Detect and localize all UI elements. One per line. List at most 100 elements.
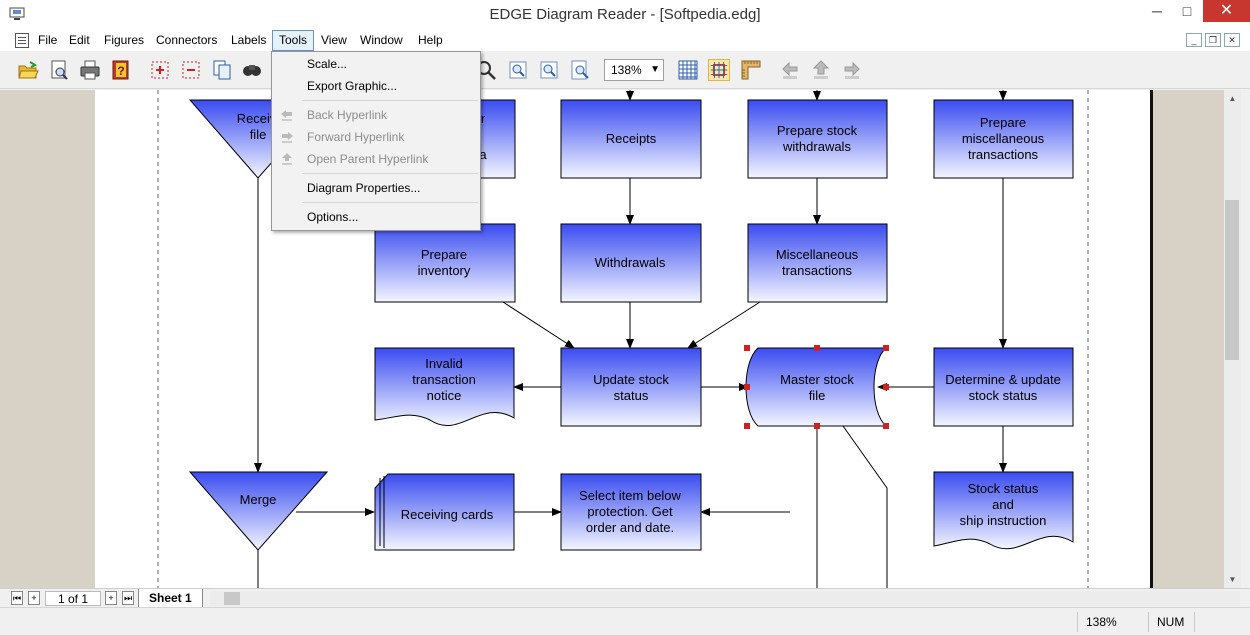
- menu-separator: [302, 173, 478, 174]
- svg-text:r: r: [481, 111, 486, 126]
- menu-help[interactable]: Help: [418, 33, 443, 47]
- grid-icon[interactable]: [677, 59, 699, 81]
- menuitem-diagram-properties[interactable]: Diagram Properties...: [307, 181, 421, 195]
- tab-sheet-1[interactable]: Sheet 1: [138, 589, 203, 608]
- menu-tools[interactable]: Tools: [272, 30, 315, 51]
- selection-handles[interactable]: [744, 345, 889, 429]
- find-icon[interactable]: [241, 59, 263, 81]
- shape-receiving-cards[interactable]: Receiving cards: [374, 473, 515, 551]
- select-region-icon[interactable]: [149, 59, 171, 81]
- scroll-down-icon[interactable]: ▼: [1228, 575, 1237, 584]
- svg-text:and: and: [992, 497, 1014, 512]
- status-empty: [1194, 612, 1239, 632]
- svg-text:Prepare: Prepare: [980, 115, 1026, 130]
- horizontal-scrollbar[interactable]: [210, 591, 1240, 606]
- shape-determine-update[interactable]: Determine & update stock status: [933, 347, 1074, 427]
- svg-text:inventory: inventory: [418, 263, 471, 278]
- vertical-scrollbar[interactable]: ▲ ▼: [1224, 90, 1241, 588]
- menu-figures[interactable]: Figures: [104, 33, 145, 47]
- menu-labels[interactable]: Labels: [231, 33, 267, 47]
- open-icon[interactable]: [17, 59, 39, 81]
- menuitem-forward-hyperlink-label: Forward Hyperlink: [307, 130, 405, 144]
- shape-merge[interactable]: Merge: [188, 471, 329, 551]
- svg-text:Invalid: Invalid: [425, 356, 463, 371]
- shape-misc-transactions[interactable]: Miscellaneous transactions: [747, 223, 888, 303]
- menuitem-open-parent-hyperlink[interactable]: Open Parent Hyperlink: [273, 148, 479, 170]
- up-arrow-icon: [282, 153, 292, 165]
- zoom-fit-icon[interactable]: [569, 59, 591, 81]
- zoom-out-icon[interactable]: [538, 59, 560, 81]
- ruler-icon[interactable]: [740, 59, 762, 81]
- svg-text:file: file: [809, 388, 826, 403]
- scroll-up-icon[interactable]: ▲: [1228, 94, 1237, 103]
- svg-text:Receivi: Receivi: [237, 111, 280, 126]
- shape-prepare-misc[interactable]: Prepare miscellaneous transactions: [933, 99, 1074, 179]
- mdi-minimize-button[interactable]: _: [1186, 33, 1202, 47]
- page-indicator: 1 of 1: [45, 591, 101, 606]
- title-bar: EDGE Diagram Reader - [Softpedia.edg] ─ …: [0, 0, 1250, 30]
- help-book-icon[interactable]: ?: [110, 59, 132, 81]
- menu-file[interactable]: File: [38, 33, 58, 47]
- svg-text:Determine & update: Determine & update: [945, 372, 1061, 387]
- mdi-restore-button[interactable]: ❐: [1205, 33, 1221, 47]
- status-zoom: 138%: [1077, 612, 1147, 632]
- deselect-icon[interactable]: [180, 59, 202, 81]
- status-num: NUM: [1148, 612, 1193, 632]
- forward-hyperlink-icon[interactable]: [841, 59, 863, 81]
- close-button[interactable]: ✕: [1203, 0, 1250, 22]
- horizontal-scroll-thumb[interactable]: [224, 592, 240, 605]
- minimize-button[interactable]: ─: [1152, 3, 1162, 19]
- add-page-before-icon[interactable]: +: [28, 591, 40, 605]
- menu-bar: File Edit Figures Connectors Labels Tool…: [0, 30, 1250, 51]
- print-icon[interactable]: [79, 59, 101, 81]
- menu-view[interactable]: View: [321, 33, 347, 47]
- add-page-after-icon[interactable]: +: [105, 591, 117, 605]
- print-preview-icon[interactable]: [48, 59, 70, 81]
- snap-grid-icon[interactable]: [708, 59, 730, 81]
- diagram-page[interactable]: Receivi file r a Receipts Prepare stock …: [95, 90, 1152, 588]
- menuitem-export-graphic[interactable]: Export Graphic...: [307, 79, 398, 93]
- shape-prepare-inventory[interactable]: Prepare inventory: [374, 223, 516, 303]
- svg-text:miscellaneous: miscellaneous: [962, 131, 1045, 146]
- menuitem-back-hyperlink[interactable]: Back Hyperlink: [273, 104, 479, 126]
- zoom-select-value: 138%: [611, 63, 642, 77]
- zoom-in-icon[interactable]: [507, 59, 529, 81]
- mdi-close-button[interactable]: ✕: [1224, 33, 1240, 47]
- back-hyperlink-icon[interactable]: [779, 59, 801, 81]
- shape-stock-status-ship[interactable]: Stock status and ship instruction: [933, 471, 1074, 550]
- first-page-icon[interactable]: ⏮: [11, 591, 23, 605]
- shape-select-item[interactable]: Select item below protection. Get order …: [560, 473, 702, 551]
- diagram-canvas[interactable]: Receivi file r a Receipts Prepare stock …: [0, 90, 1224, 588]
- vertical-scroll-thumb[interactable]: [1225, 200, 1239, 360]
- flowchart: Receivi file r a Receipts Prepare stock …: [157, 90, 1089, 588]
- menuitem-scale[interactable]: Scale...: [307, 57, 348, 71]
- menu-edit[interactable]: Edit: [69, 33, 90, 47]
- shape-receipts[interactable]: Receipts: [560, 99, 702, 179]
- maximize-button[interactable]: □: [1182, 3, 1192, 19]
- copy-icon[interactable]: [211, 59, 233, 81]
- svg-text:Update stock: Update stock: [593, 372, 669, 387]
- shape-prepare-withdrawals[interactable]: Prepare stock withdrawals: [747, 99, 888, 179]
- shape-update-stock[interactable]: Update stock status: [560, 347, 702, 427]
- last-page-icon[interactable]: ⏭: [122, 591, 134, 605]
- document-icon[interactable]: [15, 33, 29, 48]
- svg-text:Merge: Merge: [240, 492, 277, 507]
- menuitem-forward-hyperlink[interactable]: Forward Hyperlink: [273, 126, 479, 148]
- svg-text:transactions: transactions: [782, 263, 853, 278]
- menu-connectors[interactable]: Connectors: [156, 33, 218, 47]
- svg-text:transactions: transactions: [968, 147, 1039, 162]
- menuitem-options[interactable]: Options...: [307, 210, 359, 224]
- shape-withdrawals[interactable]: Withdrawals: [560, 223, 702, 303]
- zoom-select[interactable]: 138% ▼: [604, 59, 664, 81]
- svg-text:Master stock: Master stock: [780, 372, 854, 387]
- window-title: EDGE Diagram Reader - [Softpedia.edg]: [489, 6, 761, 23]
- parent-hyperlink-icon[interactable]: [810, 59, 832, 81]
- svg-text:a: a: [479, 147, 487, 162]
- svg-text:Receipts: Receipts: [606, 131, 657, 146]
- menu-window[interactable]: Window: [360, 33, 403, 47]
- svg-text:stock status: stock status: [969, 388, 1038, 403]
- shape-invalid-notice[interactable]: Invalid transaction notice: [374, 347, 515, 426]
- shape-master-stock-file[interactable]: Master stock file: [744, 345, 889, 429]
- menu-separator: [302, 100, 478, 101]
